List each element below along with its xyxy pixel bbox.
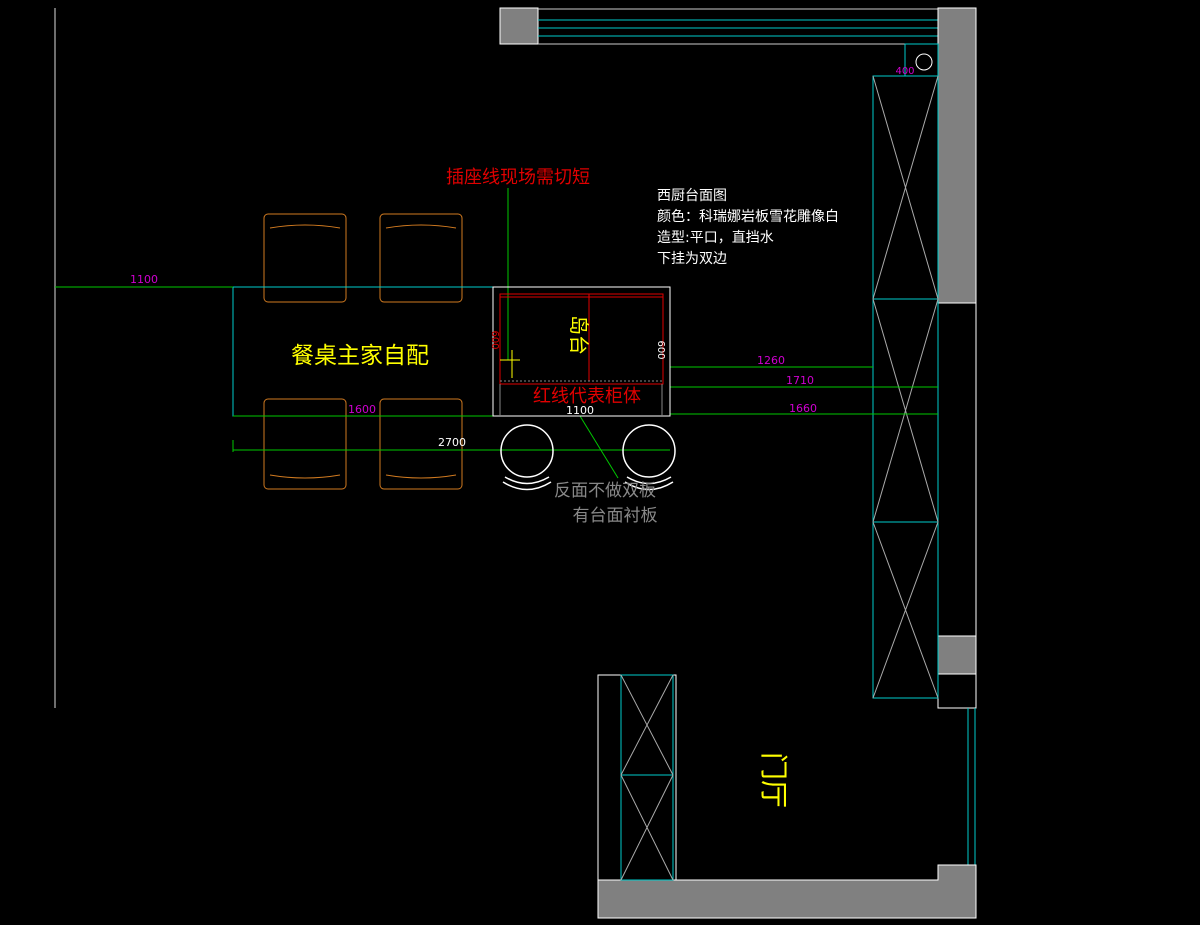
back-note-1: 反面不做双板 <box>554 481 656 501</box>
dim-island-width: 1100 <box>566 404 594 417</box>
bar-stools <box>500 424 676 491</box>
dining-chairs <box>263 213 463 490</box>
back-note-2: 有台面衬板 <box>573 506 658 526</box>
island <box>492 286 671 417</box>
spec-notes: 西厨台面图 颜色：科瑞娜岩板雪花雕像白 造型:平口，直挡水 下挂为双边 <box>657 188 839 267</box>
dim-island-left: 600 <box>489 330 500 349</box>
socket-note: 插座线现场需切短 <box>446 167 590 188</box>
dimension-lines <box>55 188 938 479</box>
spec-style: 造型:平口，直挡水 <box>657 229 774 246</box>
dim-top-left: 1100 <box>130 273 158 286</box>
top-window <box>499 7 938 45</box>
red-line-note: 红线代表柜体 <box>533 386 641 407</box>
bottom-wall <box>597 674 977 919</box>
dim-right-2: 1710 <box>786 374 814 387</box>
dim-island-right: 600 <box>655 340 666 359</box>
dim-right-1: 1260 <box>757 354 785 367</box>
dim-table-width: 1600 <box>348 403 376 416</box>
spec-title: 西厨台面图 <box>657 188 727 204</box>
island-label: 岛台 <box>567 315 591 355</box>
dim-cabinet-depth: 400 <box>895 66 914 77</box>
dining-table-label: 餐桌主家自配 <box>291 343 429 369</box>
spec-color: 颜色：科瑞娜岩板雪花雕像白 <box>657 208 839 225</box>
foyer-label: 门厅 <box>757 752 790 808</box>
spec-hang: 下挂为双边 <box>657 251 727 267</box>
right-wall <box>904 7 977 865</box>
dim-right-3: 1660 <box>789 402 817 415</box>
dim-total: 2700 <box>438 436 466 449</box>
